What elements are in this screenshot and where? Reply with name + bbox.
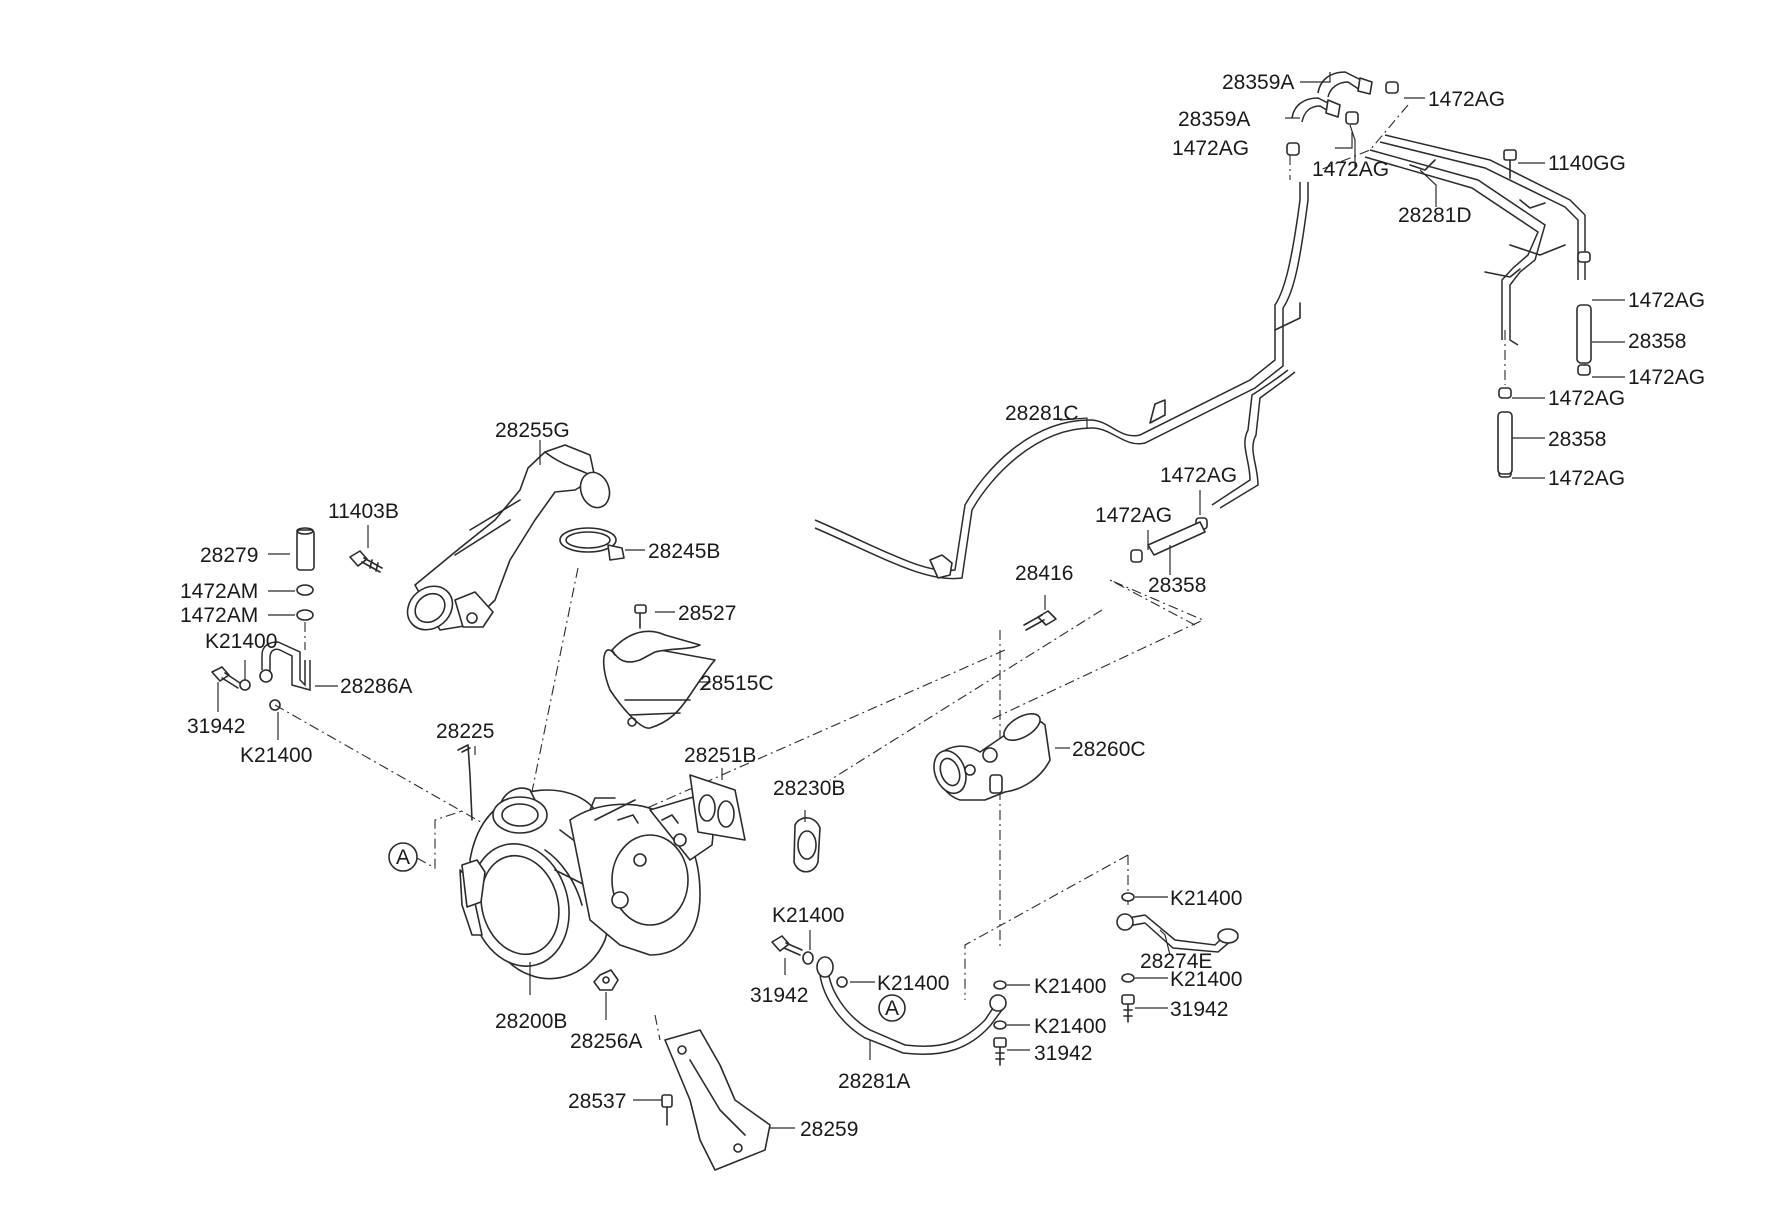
label-28281d: 28281D	[1398, 204, 1472, 227]
label-1472am-2: 1472AM	[180, 604, 258, 627]
pipe-28281a	[816, 956, 1007, 1055]
label-28358-right-2: 28358	[1548, 428, 1606, 451]
label-28281c: 28281C	[1005, 402, 1079, 425]
label-28255g: 28255G	[495, 419, 570, 442]
bolt-11403b	[349, 550, 383, 573]
label-31942-left: 31942	[187, 715, 245, 738]
label-k21400-mid-2: K21400	[1034, 1015, 1106, 1038]
label-1472ag-top-right: 1472AG	[1428, 88, 1505, 111]
label-28251b: 28251B	[684, 744, 756, 767]
label-k21400-left-lower: K21400	[240, 744, 312, 767]
label-28537: 28537	[568, 1090, 626, 1113]
label-k21400-right-1: K21400	[1170, 887, 1242, 910]
leader-lines	[217, 72, 1625, 1129]
label-28259: 28259	[800, 1118, 858, 1141]
ref-marker-a-left-text: A	[396, 846, 410, 869]
label-28527: 28527	[678, 602, 736, 625]
label-1472ag-top-mid: 1472AG	[1312, 158, 1389, 181]
label-1140gg: 1140GG	[1548, 152, 1626, 175]
wire-28225	[457, 744, 473, 821]
label-28260c: 28260C	[1072, 738, 1146, 761]
pipe-28281c	[814, 182, 1309, 580]
label-k21400-mid-1: K21400	[1034, 975, 1106, 998]
bolt-28537	[661, 1094, 673, 1126]
label-k21400-right-2: K21400	[1170, 968, 1242, 991]
label-31942-mid: 31942	[1034, 1042, 1092, 1065]
label-28359a-lower: 28359A	[1178, 108, 1250, 131]
label-28279: 28279	[200, 544, 258, 567]
label-11403b: 11403B	[328, 500, 399, 523]
label-k21400-center-top: K21400	[772, 904, 844, 927]
hose-28359a-upper	[1317, 71, 1373, 98]
clamp-28245b	[559, 527, 625, 561]
valve-28260c	[933, 712, 1051, 801]
hose-28359a-lower	[1291, 97, 1341, 123]
ref-marker-a-left: A	[388, 842, 418, 872]
part-labels: 28359A 28359A 1472AG 1472AG 1472AG 1140G…	[180, 71, 1705, 1141]
label-28416: 28416	[1015, 562, 1073, 585]
label-28359a-upper: 28359A	[1222, 71, 1294, 94]
heat-shield-28515c	[602, 630, 716, 729]
label-1472ag-right-3: 1472AG	[1548, 387, 1625, 410]
label-1472ag-mid-1: 1472AG	[1160, 464, 1237, 487]
ref-marker-a-right-text: A	[885, 997, 899, 1020]
turbocharger-28200b	[459, 787, 714, 980]
label-k21400-left-upper: K21400	[205, 630, 277, 653]
label-1472ag-right-1: 1472AG	[1628, 289, 1705, 312]
label-28256a: 28256A	[570, 1030, 642, 1053]
label-1472ag-top-left: 1472AG	[1172, 137, 1249, 160]
label-1472am-1: 1472AM	[180, 580, 258, 603]
label-31942-center: 31942	[750, 984, 808, 1007]
label-28200b: 28200B	[495, 1010, 567, 1033]
label-1472ag-right-4: 1472AG	[1548, 467, 1625, 490]
label-1472ag-mid-2: 1472AG	[1095, 504, 1172, 527]
bolt-1140gg	[1503, 149, 1517, 179]
bolt-28416	[1023, 610, 1057, 631]
bracket-28259	[664, 1029, 771, 1171]
pipe-28281d	[1364, 134, 1586, 346]
label-k21400-center-mid: K21400	[877, 972, 949, 995]
label-1472ag-right-2: 1472AG	[1628, 366, 1705, 389]
label-28230b: 28230B	[773, 777, 845, 800]
bolt-28527	[634, 604, 647, 629]
nut-28256a	[593, 969, 619, 991]
intake-pipe-28255g	[406, 444, 611, 631]
label-28274e: 28274E	[1140, 950, 1212, 973]
label-28358-mid: 28358	[1148, 574, 1206, 597]
washer-bolt-group	[771, 892, 1135, 1066]
ref-marker-a-right: A	[878, 994, 906, 1022]
gasket-28230b	[793, 817, 821, 873]
pipe-28274e	[1116, 913, 1239, 953]
label-28281a: 28281A	[838, 1070, 910, 1093]
label-28225: 28225	[436, 720, 494, 743]
label-28515c: 28515C	[700, 672, 774, 695]
label-28358-right-1: 28358	[1628, 330, 1686, 353]
label-31942-right: 31942	[1170, 998, 1228, 1021]
hose-28358-group	[1147, 304, 1592, 556]
label-28245b: 28245B	[648, 540, 720, 563]
gasket-28251b	[689, 774, 746, 841]
label-28286a: 28286A	[340, 675, 412, 698]
